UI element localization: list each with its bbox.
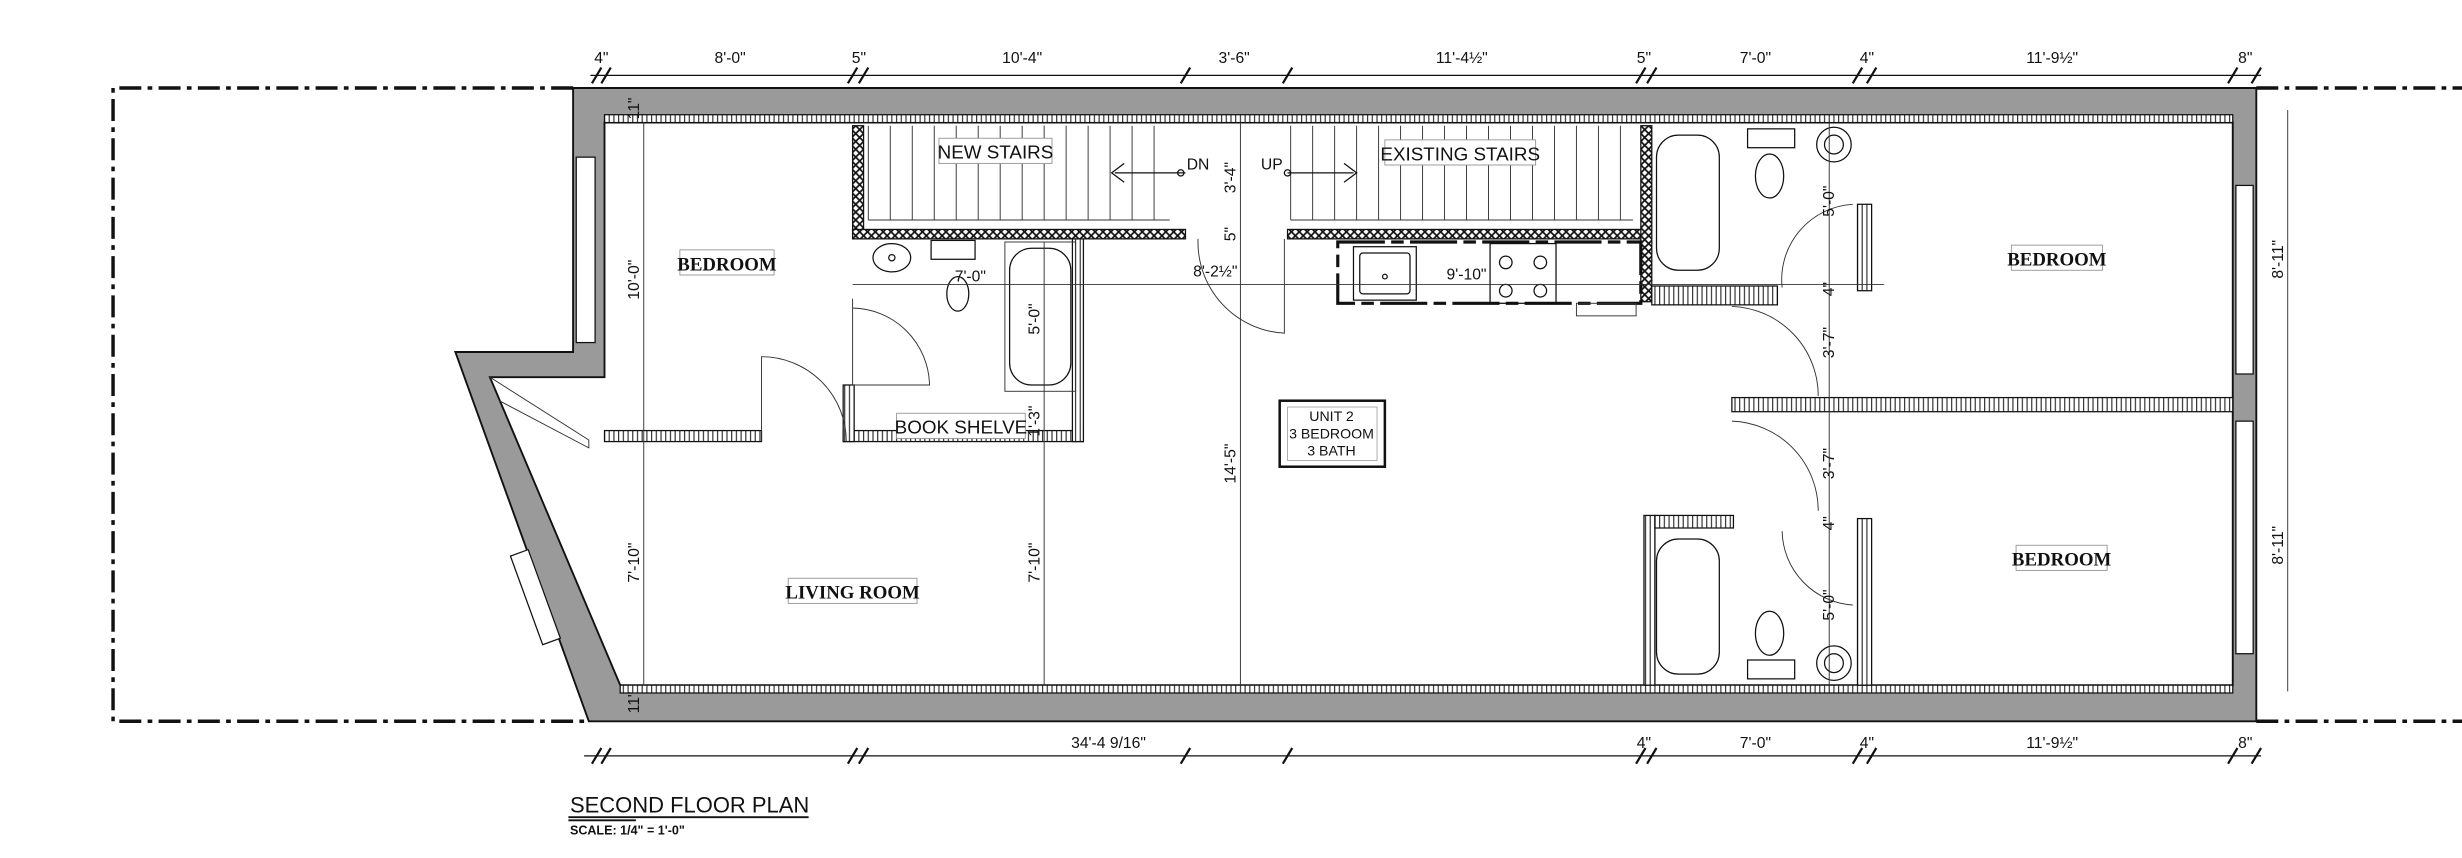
unit-tag: UNIT 2 3 BEDROOM 3 BATH [1278,399,1387,468]
dim-bottom: 11'-9½" [2026,735,2078,752]
label-up: UP [1261,157,1283,174]
top-dimensions: 4" 8'-0" 5" 10'-4" 3'-6" 11'-4½" 5" 7'-0… [594,50,2252,67]
dim-top: 3'-6" [1219,50,1250,67]
unit-tag-line: UNIT 2 [1309,408,1354,424]
dim: 9'-10" [1447,267,1487,284]
dimension-tick [846,67,859,84]
dimension-tick [591,747,603,765]
room-label-bedroom: BEDROOM [677,254,777,275]
dim: 3'-7" [1821,448,1838,479]
dim-top: 7'-0" [1740,50,1771,67]
label-book-shelve: BOOK SHELVE [895,417,1027,438]
interior-walls [603,125,2234,686]
dimension-tick [591,67,603,84]
dimension-tick [1646,747,1658,765]
room-label-bedroom: BEDROOM [2007,250,2107,271]
dimension-tick [1851,747,1864,765]
interior-dimensions: 10'-0" 7'-10" 5'-0" 1'-3" 7'-10" 3'-4" 5… [626,97,2287,713]
dim: 10'-0" [626,260,643,300]
dimension-tick [1635,747,1647,765]
dim: 1'-3" [1026,406,1043,437]
unit-tag-line: 3 BEDROOM [1289,425,1374,441]
dim-top: 11'-4½" [1436,50,1488,67]
dim: 3'-4" [1223,162,1240,193]
dimension-tick [1281,67,1294,84]
dimension-tick [600,747,612,765]
property-boundary [111,86,2462,724]
dim-bottom: 34'-4 9/16" [1071,735,1146,752]
room-label-bedroom: BEDROOM [2012,550,2112,571]
label-new-stairs: NEW STAIRS [938,142,1054,163]
dimension-tick [1851,67,1864,84]
doors [489,203,1853,606]
dim: 7'-10" [1026,543,1043,583]
dim: 5'-0" [1026,303,1043,334]
dimension-tick [1179,67,1192,84]
dimension-lines [584,74,2289,757]
dimension-tick [1865,747,1878,765]
dimension-tick [2227,67,2239,84]
dim-bottom: 4" [1637,735,1651,752]
dimension-tick [1865,67,1878,84]
dim-top: 4" [1860,50,1874,67]
dim-bottom: 7'-0" [1740,735,1771,752]
bottom-dimensions: 34'-4 9/16" 4" 7'-0" 4" 11'-9½" 8" [1071,735,2252,752]
dimension-tick [1646,67,1658,84]
dimension-tick [600,67,612,84]
dim: 5'-0" [1821,589,1838,620]
bathroom-fixtures [872,126,1852,682]
dim-top: 5" [1637,50,1651,67]
dim: 7'-10" [626,543,643,583]
dimension-tick [2250,747,2262,765]
dim: 11" [626,97,643,119]
plan-title: SECOND FLOOR PLAN [570,792,809,817]
dim-top: 11'-9½" [2026,50,2078,67]
dim: 3'-7" [1821,327,1838,358]
dimension-tick [2227,747,2239,765]
dim-top: 4" [594,50,608,67]
kitchen-counter [1336,240,1643,317]
dim: 8'-11" [2270,240,2287,279]
dim-top: 10'-4" [1002,50,1042,67]
dimension-tick [2250,67,2262,84]
dimension-tick [1281,747,1294,765]
room-label-living-room: LIVING ROOM [785,583,920,604]
dimension-tick [1179,747,1192,765]
windows [509,156,2254,655]
dim: 8'-11" [2270,526,2287,565]
dimension-tick [857,747,870,765]
dimension-tick [1635,67,1647,84]
label-existing-stairs: EXISTING STAIRS [1380,143,1540,164]
room-labels: BEDROOM LIVING ROOM BEDROOM BEDROOM NEW … [677,137,2112,604]
dim: 8'-2½" [1193,264,1237,281]
title-block: SECOND FLOOR PLAN SCALE: 1/4" = 1'-0" [568,792,809,837]
dimension-tick [857,67,870,84]
dim: 4" [1821,282,1838,296]
dimension-tick [846,747,859,765]
dim-bottom: 8" [2238,735,2252,752]
dim: 5" [1223,227,1240,241]
dimension-ticks [591,67,2262,765]
dim: 4" [1821,516,1838,530]
dim-top: 8" [2238,50,2252,67]
label-dn: DN [1187,157,1210,174]
dim: 11" [626,691,643,713]
dim: 7'-0" [955,268,986,285]
exterior-walls [454,87,2258,723]
stair-arrows [1110,162,1358,183]
dim: 14'-5" [1223,444,1240,484]
dim-bottom: 4" [1860,735,1874,752]
dim: 5'-0" [1821,186,1838,217]
unit-tag-line: 3 BATH [1307,443,1355,459]
plan-scale: SCALE: 1/4" = 1'-0" [570,823,685,837]
dim-top: 5" [852,50,866,67]
dim-top: 8'-0" [715,50,746,67]
